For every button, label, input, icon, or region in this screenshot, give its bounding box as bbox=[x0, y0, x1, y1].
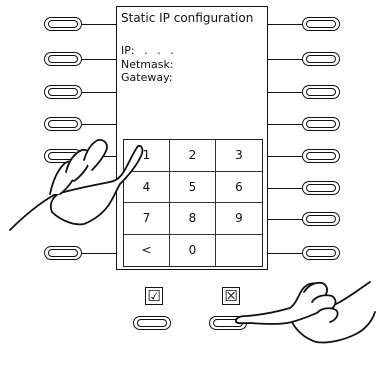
left-softkey-8-line bbox=[82, 253, 116, 254]
right-softkey-1-line bbox=[268, 24, 302, 25]
right-softkey-5-line bbox=[268, 156, 302, 157]
numeric-keypad: 1 2 3 4 5 6 7 8 9 < 0 bbox=[123, 139, 263, 267]
key-4[interactable]: 4 bbox=[124, 171, 170, 203]
gateway-label: Gateway: bbox=[121, 71, 173, 84]
key-5[interactable]: 5 bbox=[170, 171, 216, 203]
left-hand-icon bbox=[9, 144, 144, 231]
left-softkey-3[interactable] bbox=[44, 85, 82, 99]
checkbox-cross-icon: ☒ bbox=[222, 287, 240, 305]
right-softkey-5[interactable] bbox=[302, 149, 340, 163]
key-3[interactable]: 3 bbox=[216, 140, 262, 172]
key-9[interactable]: 9 bbox=[216, 203, 262, 235]
left-softkey-4[interactable] bbox=[44, 117, 82, 131]
right-softkey-2[interactable] bbox=[302, 52, 340, 66]
left-softkey-4-line bbox=[82, 124, 116, 125]
left-softkey-1-line bbox=[82, 24, 116, 25]
right-softkey-4[interactable] bbox=[302, 117, 340, 131]
key-backspace[interactable]: < bbox=[124, 234, 170, 266]
right-softkey-3-line bbox=[268, 92, 302, 93]
left-softkey-2-line bbox=[82, 59, 116, 60]
left-softkey-3-line bbox=[82, 92, 116, 93]
netmask-label: Netmask: bbox=[121, 58, 174, 71]
left-softkey-1[interactable] bbox=[44, 17, 82, 31]
key-0[interactable]: 0 bbox=[170, 234, 216, 266]
left-softkey-8[interactable] bbox=[44, 246, 82, 260]
left-softkey-2[interactable] bbox=[44, 52, 82, 66]
right-softkey-3[interactable] bbox=[302, 85, 340, 99]
right-softkey-7-line bbox=[268, 219, 302, 220]
key-7[interactable]: 7 bbox=[124, 203, 170, 235]
right-softkey-6[interactable] bbox=[302, 181, 340, 195]
screen-title: Static IP configuration bbox=[121, 11, 254, 25]
confirm-button[interactable] bbox=[133, 316, 171, 330]
key-2[interactable]: 2 bbox=[170, 140, 216, 172]
ip-row: IP: . . . bbox=[121, 45, 177, 57]
display-screen: Static IP configuration IP: . . . Netmas… bbox=[116, 6, 268, 270]
right-softkey-7[interactable] bbox=[302, 212, 340, 226]
key-6[interactable]: 6 bbox=[216, 171, 262, 203]
right-softkey-1[interactable] bbox=[302, 17, 340, 31]
ip-label: IP: bbox=[121, 44, 135, 57]
ip-value: . . . bbox=[144, 44, 177, 57]
right-softkey-8-line bbox=[268, 253, 302, 254]
right-softkey-4-line bbox=[268, 124, 302, 125]
key-8[interactable]: 8 bbox=[170, 203, 216, 235]
right-softkey-8[interactable] bbox=[302, 246, 340, 260]
key-blank[interactable] bbox=[216, 234, 262, 266]
checkbox-checked-icon: ☑ bbox=[145, 287, 163, 305]
right-softkey-2-line bbox=[268, 59, 302, 60]
right-softkey-6-line bbox=[268, 188, 302, 189]
